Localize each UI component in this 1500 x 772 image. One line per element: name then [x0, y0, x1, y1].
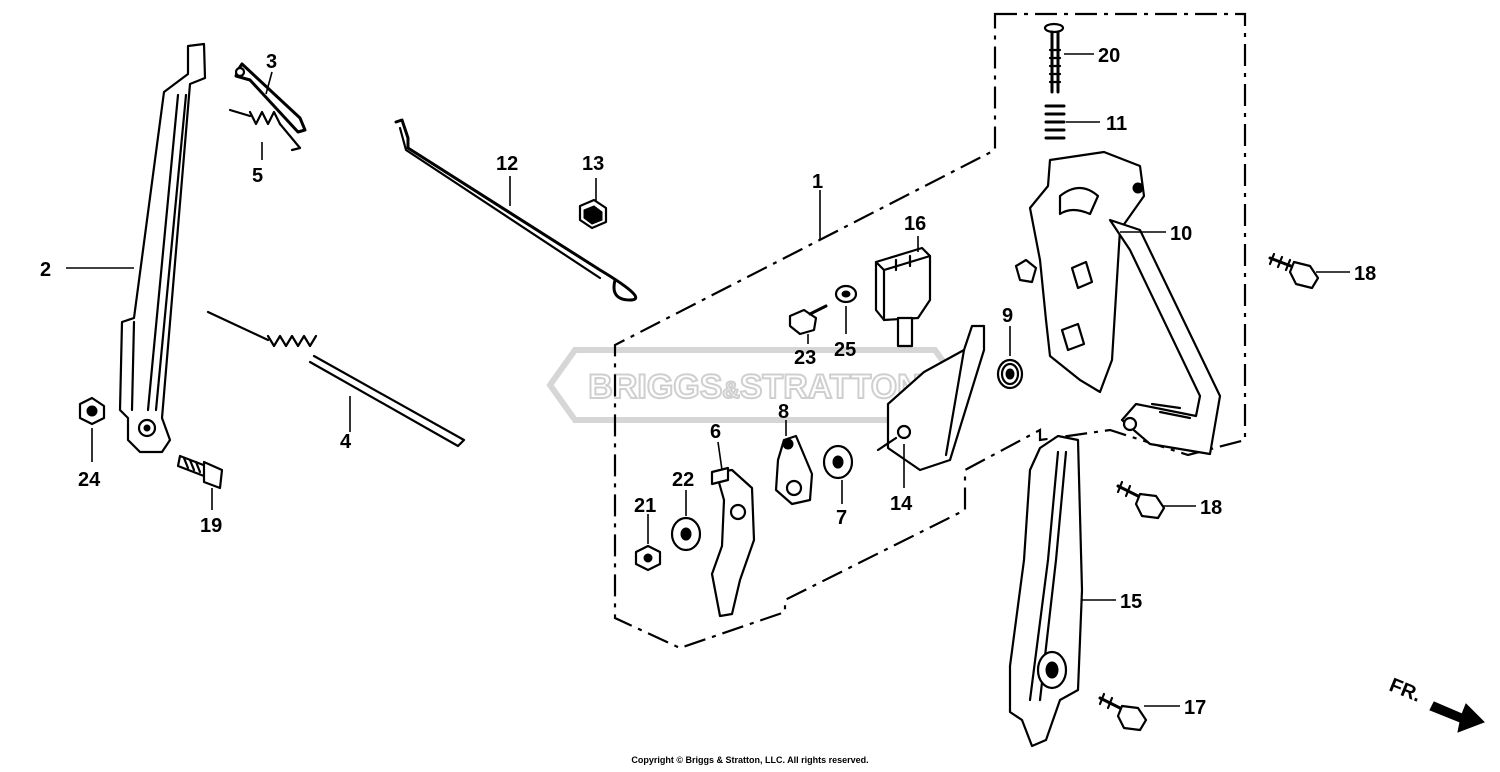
callout-4: 4: [340, 431, 352, 453]
callout-19: 19: [200, 515, 222, 537]
callout-23: 23: [794, 347, 816, 369]
part-24-nut: [78, 396, 106, 426]
copyright-notice: Copyright © Briggs & Stratton, LLC. All …: [631, 755, 869, 765]
callout-3: 3: [266, 51, 277, 73]
callout-labels: 1 2 3 4 5 6 7 8 9 10 11 12 13 14 15 16 1…: [40, 45, 1376, 719]
front-direction-marker: FR.: [1386, 674, 1485, 733]
front-arrow-icon: [1429, 701, 1485, 733]
callout-25: 25: [834, 339, 856, 361]
part-12-rod: [394, 118, 638, 302]
callout-1: 1: [812, 171, 823, 193]
watermark-text: BRIGGS&STRATTON: [588, 368, 921, 406]
callout-11: 11: [1106, 113, 1127, 135]
callout-22: 22: [672, 469, 694, 491]
part-18-bolt-upper: [1268, 252, 1320, 290]
callout-2: 2: [40, 259, 51, 281]
part-23-screw: [788, 304, 828, 336]
callout-14: 14: [890, 493, 913, 515]
callout-13: 13: [582, 153, 604, 175]
part-4-spring-rod: [206, 310, 466, 448]
part-19-bolt: [176, 454, 224, 490]
part-11-spring: [1044, 104, 1066, 140]
callout-5: 5: [252, 165, 263, 187]
leader-lines: [66, 53, 1350, 707]
part-21-nut: [634, 544, 662, 572]
part-3-link: [234, 62, 307, 134]
part-25-washer: [834, 284, 858, 304]
part-5-spring: [228, 108, 302, 152]
assembly-outline: [613, 12, 1247, 650]
part-16-switch: [874, 246, 932, 348]
callout-9: 9: [1002, 305, 1013, 327]
part-8-lever: [774, 434, 814, 506]
part-20-screw: [1043, 22, 1065, 94]
callout-18-lower: 18: [1200, 497, 1222, 519]
callout-18-upper: 18: [1354, 263, 1376, 285]
part-13-nut: [578, 198, 608, 230]
callout-12: 12: [496, 153, 518, 175]
front-direction-label: FR.: [1386, 674, 1424, 706]
callout-21: 21: [634, 495, 656, 517]
part-22-washer: [670, 516, 702, 552]
callout-20: 20: [1098, 45, 1120, 67]
callout-6: 6: [710, 421, 721, 443]
part-7-washer: [822, 444, 854, 480]
callout-15: 15: [1120, 591, 1142, 613]
callout-10: 10: [1170, 223, 1192, 245]
part-17-bolt: [1098, 692, 1148, 732]
callout-16: 16: [904, 213, 926, 235]
callout-17: 17: [1184, 697, 1206, 719]
part-10-bracket: [1014, 150, 1222, 456]
callout-7: 7: [836, 507, 847, 529]
part-2-lever-arm: [118, 42, 207, 454]
part-6-throttle-lever: [710, 466, 756, 618]
part-9-coil: [996, 358, 1024, 390]
callout-8: 8: [778, 401, 789, 423]
part-18-bolt-lower: [1116, 480, 1166, 520]
callout-24: 24: [78, 469, 101, 491]
part-15-arm: [1008, 434, 1084, 748]
